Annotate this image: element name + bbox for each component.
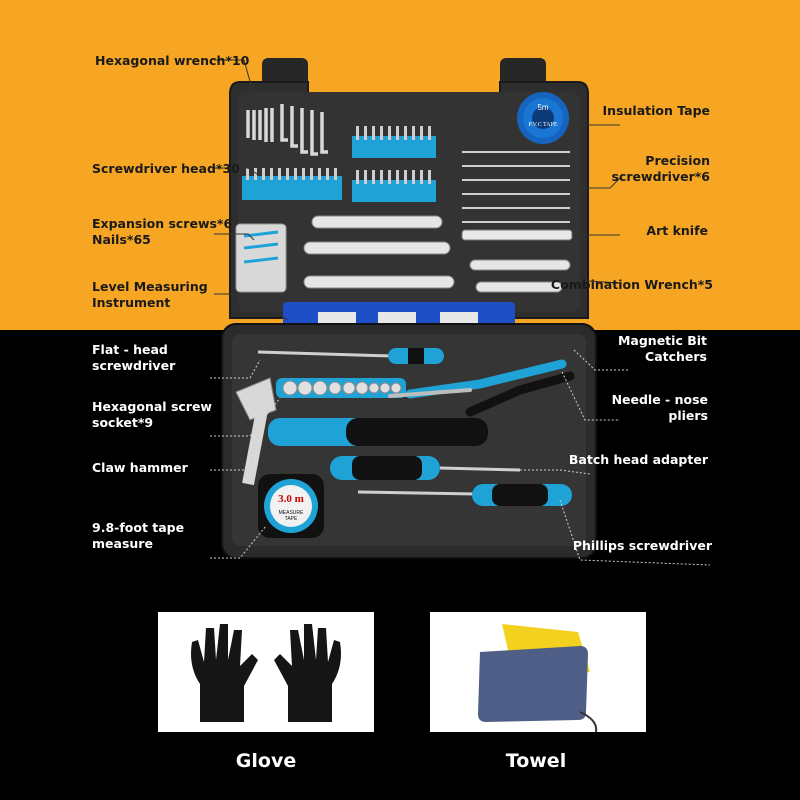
flat-head-screwdriver — [257, 348, 444, 364]
expansion-screws-box — [235, 223, 287, 293]
precision-screwdriver-set — [462, 151, 570, 223]
label-claw-hammer: Claw hammer — [92, 460, 188, 475]
measure-size-text: 3.0 m — [278, 493, 304, 505]
towel-image — [478, 624, 598, 733]
label-batch-head-adapter: Batch head adapter — [568, 452, 708, 467]
hex-wrench-set — [246, 104, 328, 156]
hex-socket-set — [276, 378, 406, 398]
measure-label-text: MEASURE — [279, 510, 304, 516]
towel-card — [430, 612, 646, 733]
claw-hammer — [235, 377, 488, 486]
label-flat-head-screwdriver: Flat - head screwdriver — [92, 342, 176, 373]
label-level: Level Measuring Instrument — [92, 279, 208, 310]
needle-nose-pliers — [388, 359, 575, 417]
art-knife — [461, 229, 573, 241]
leader-lines — [214, 59, 621, 321]
label-hex-socket: Hexagonal screw socket*9 — [92, 399, 212, 430]
tape-measure — [258, 474, 324, 538]
label-art-knife: Art knife — [646, 223, 708, 238]
glove-card — [158, 612, 374, 732]
label-screwdriver-head: Screwdriver head*30 — [92, 161, 240, 176]
label-phillips-screwdriver: Phillips screwdriver — [572, 538, 712, 553]
label-tape-measure: 9.8-foot tape measure — [92, 520, 185, 551]
leader-lines-light — [210, 349, 711, 566]
label-needle-nose-pliers: Needle - nose pliers — [611, 392, 708, 423]
insulation-tape-roll — [517, 92, 569, 144]
glove-image — [191, 624, 341, 722]
phillips-screwdriver — [357, 484, 572, 506]
screwdriver-bit-rack — [242, 126, 436, 202]
tape-size-text: 5m — [537, 103, 548, 112]
label-magnetic-bit-catchers: Magnetic Bit Catchers — [617, 333, 707, 364]
caption-towel: Towel — [505, 750, 567, 772]
label-precision-screwdriver: Precision screwdriver*6 — [611, 153, 710, 184]
batch-head-adapter — [330, 456, 521, 480]
label-combination-wrench: Combination Wrench*5 — [550, 277, 713, 292]
label-insulation-tape: Insulation Tape — [602, 103, 710, 118]
label-expansion-screws-nails: Expansion screws*6 Nails*65 — [92, 216, 233, 247]
label-hex-wrench: Hexagonal wrench*10 — [95, 53, 250, 68]
tape-brand-text: P.V.C TAPE — [528, 122, 557, 128]
caption-glove: Glove — [235, 750, 297, 772]
combination-wrench-set — [303, 215, 571, 293]
measure-label-text-2: TAPE — [285, 516, 298, 522]
